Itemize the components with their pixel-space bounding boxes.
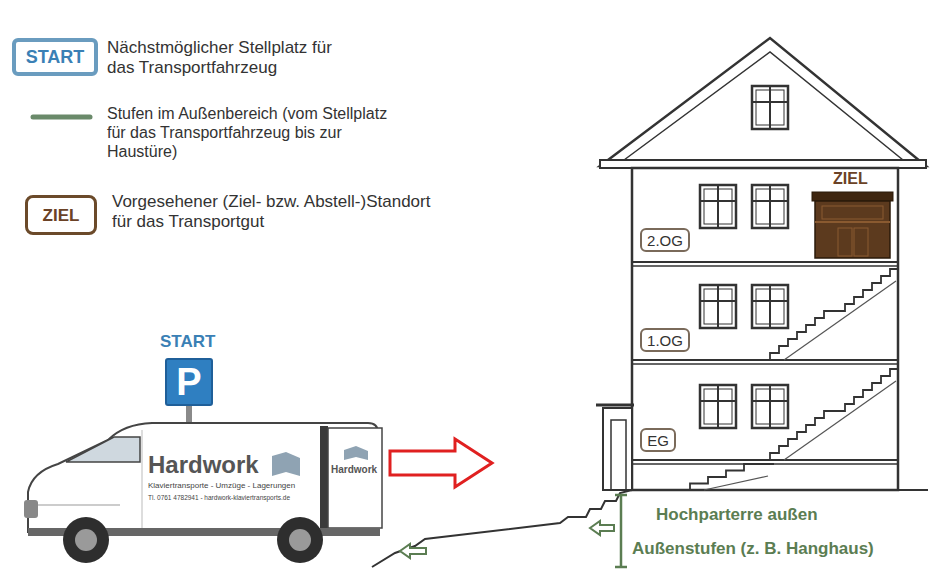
window [752, 285, 788, 328]
transport-van [24, 423, 382, 563]
annotation: Hochparterre außen [656, 506, 818, 525]
parking-caption: START [160, 333, 215, 352]
window [752, 385, 788, 428]
staircase [770, 369, 899, 460]
legend-target-box: ZIEL [25, 195, 97, 235]
window [752, 185, 788, 228]
house [596, 38, 926, 490]
height-bracket [615, 495, 627, 567]
window [700, 385, 736, 428]
legend-entry: Vorgesehener (Ziel- bzw. Abstell-)Stando… [112, 192, 442, 233]
stair-stringer [784, 381, 896, 460]
van-slogan: Klaviertransporte - Umzüge - Lagerungen [148, 482, 295, 491]
staircase [770, 269, 899, 360]
step-arrow [400, 544, 426, 558]
legend-text: Nächstmöglicher Stellplatz für das Trans… [107, 38, 332, 77]
floor-label: EG [640, 428, 676, 452]
annotation: Außenstufen (z. B. Hanghaus) [632, 540, 874, 559]
stair-stringer [704, 476, 768, 490]
step-arrow [590, 521, 614, 535]
direction-arrow [390, 439, 492, 487]
window [752, 86, 788, 129]
van-contact: Tl. 0761 4782941 - hardwork-klaviertrans… [148, 494, 290, 501]
window [700, 185, 736, 228]
floor-label: 2.OG [640, 228, 690, 252]
door-brand: Hardwork [331, 464, 377, 475]
stair-stringer [784, 281, 896, 360]
node-text: P [176, 363, 201, 401]
legend-text: Stufen im Außenbereich (vom Stellplatz f… [107, 105, 387, 160]
ground-line [372, 490, 928, 567]
legend-text: Vorgesehener (Ziel- bzw. Abstell-)Stando… [112, 192, 430, 231]
legend-start-box: START [12, 38, 98, 76]
node-text: 2.OG [647, 233, 683, 248]
parking-sign: P [165, 358, 213, 406]
node-text: ZIEL [43, 207, 80, 224]
legend-entry: Stufen im Außenbereich (vom Stellplatz f… [107, 104, 392, 162]
legend-entry: Nächstmöglicher Stellplatz für das Trans… [107, 38, 347, 79]
target-caption: ZIEL [833, 170, 868, 188]
node-text: EG [647, 433, 669, 448]
floor-label: 1.OG [640, 328, 690, 352]
legend-line-sample [33, 115, 90, 120]
node-text: 1.OG [647, 333, 683, 348]
window [700, 285, 736, 328]
staircase [690, 464, 774, 490]
node-text: START [26, 48, 85, 66]
van-brand: Hardwork [148, 452, 259, 478]
